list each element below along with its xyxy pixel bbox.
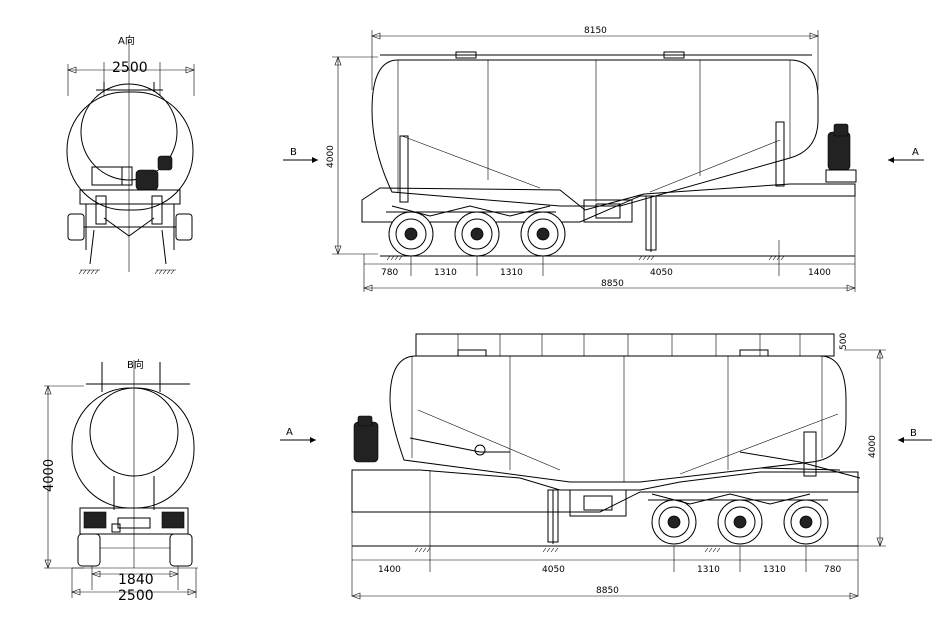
front-view-label: A向 [118,34,135,47]
top-height-dim: 4000 [326,145,336,168]
bottom-total-length-dim: 8850 [596,586,619,596]
rear-view-label: B向 [127,358,144,371]
top-dim-1310-a: 1310 [434,268,457,278]
rear-view: B向 4000 1840 [42,358,198,604]
top-dim-1310-b: 1310 [500,268,523,278]
top-wheel-3 [520,211,566,257]
top-wheel-1 [388,211,434,257]
bottom-wheel-3 [783,499,829,545]
section-marker-b-bottom: B [910,428,917,439]
side-view-bottom: A B 500 4000 [280,333,932,600]
front-width-dim: 2500 [112,60,148,76]
rear-track-dim: 1840 [118,572,154,588]
top-total-length-dim: 8850 [601,279,624,289]
bottom-dim-4050: 4050 [542,565,565,575]
top-dim-1400: 1400 [808,268,831,278]
top-wheel-2 [454,211,500,257]
side-view-top: B A 8150 4000 [283,26,924,292]
bottom-dim-1400: 1400 [378,565,401,575]
section-marker-b-top: B [290,147,297,158]
bottom-dim-1310-a: 1310 [697,565,720,575]
section-marker-a-top: A [912,147,919,158]
section-marker-a-bottom: A [286,427,293,438]
bottom-height-dim: 4000 [868,435,878,458]
rear-height-dim: 4000 [42,459,57,492]
bottom-dim-780: 780 [824,565,841,575]
top-dim-4050: 4050 [650,268,673,278]
front-view: A向 2500 [66,34,195,275]
top-dim-780: 780 [381,268,398,278]
bottom-dim-1310-b: 1310 [763,565,786,575]
bottom-wheel-1 [651,499,697,545]
bottom-rail-dim: 500 [839,333,849,350]
top-tank-length-dim: 8150 [584,26,607,36]
bottom-wheel-2 [717,499,763,545]
rear-width-dim: 2500 [118,588,154,604]
